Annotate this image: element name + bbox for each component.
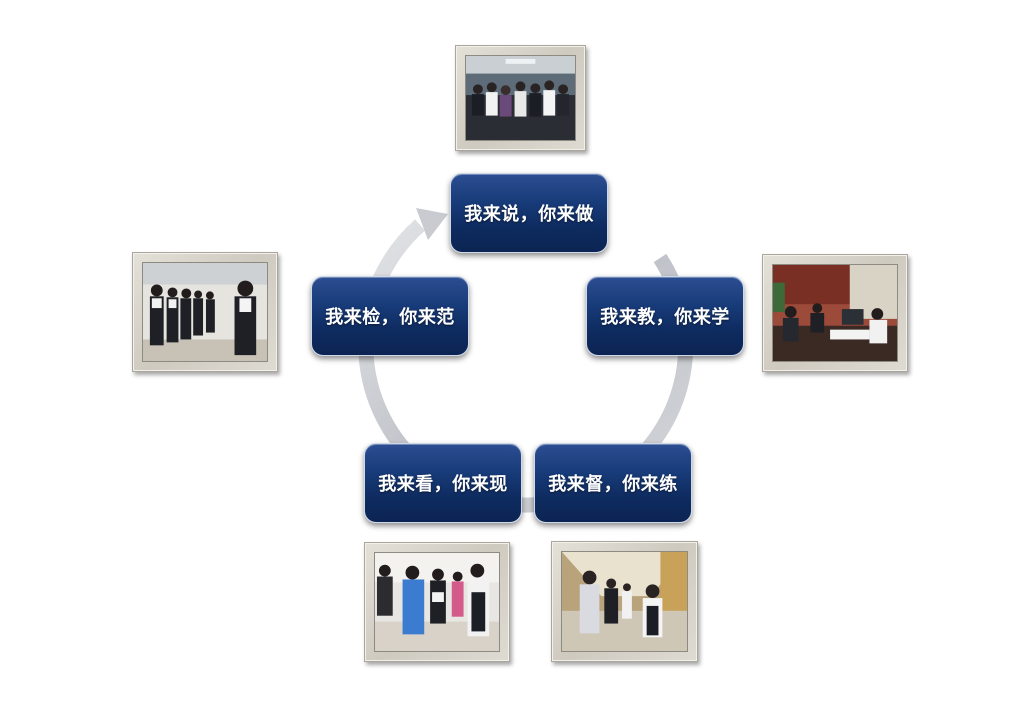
staff-lineup-photo [143,263,267,361]
photo-frame-right [762,254,908,372]
cycle-node-label: 我来检，你来范 [325,307,455,328]
photo-bottom-right [561,551,688,652]
cycle-node-label: 我来督，你来练 [548,474,678,495]
photo-frame-left [132,252,278,372]
office-desk-photo [773,265,897,361]
cycle-node-top: 我来说，你来做 [450,173,608,253]
cycle-node-bottom-left: 我来看，你来现 [364,443,522,523]
cycle-arrowhead [416,208,448,240]
photo-frame-top [455,45,586,151]
cycle-node-label: 我来说，你来做 [464,204,594,225]
cycle-node-left: 我来检，你来范 [311,276,469,356]
hallway-practice-photo [562,552,687,651]
cycle-node-bottom-right: 我来督，你来练 [534,443,692,523]
cycle-node-right: 我来教，你来学 [586,276,744,356]
group-meeting-photo [466,56,575,140]
reading-documents-photo [375,553,499,651]
photo-left [142,262,268,362]
photo-bottom-left [374,552,500,652]
photo-right [772,264,898,362]
cycle-node-label: 我来教，你来学 [600,307,730,328]
photo-top [465,55,576,141]
photo-frame-bottom-left [364,542,510,662]
cycle-node-label: 我来看，你来现 [378,474,508,495]
photo-frame-bottom-right [551,541,698,662]
